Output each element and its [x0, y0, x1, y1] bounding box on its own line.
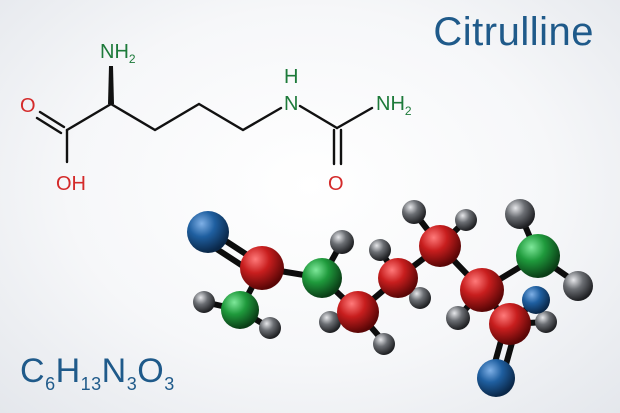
label-carbonyl-o-bottom: O [328, 173, 344, 195]
formula-element: H [55, 352, 81, 390]
atom-h [259, 317, 281, 339]
atom-h [446, 306, 470, 330]
atom-n [516, 234, 560, 278]
atom-c [460, 268, 504, 312]
bond-carbonyl-a [38, 110, 66, 129]
formula-element: C [20, 352, 46, 390]
skeletal-bonds [35, 102, 374, 166]
atom-o [187, 211, 229, 253]
atom-c [419, 225, 461, 267]
formula-count: 13 [80, 374, 102, 394]
atom-h [402, 200, 426, 224]
atom-h [193, 291, 215, 313]
atom-c [240, 246, 284, 290]
label-imine-n: N [284, 93, 298, 115]
atom-n [302, 258, 342, 298]
atom-c [489, 303, 531, 345]
atom-c [378, 258, 418, 298]
formula-element: O [137, 352, 165, 390]
formula-count: 3 [126, 374, 138, 394]
atom-h [505, 199, 535, 229]
bond-carbonyl-b [35, 116, 63, 135]
label-hydroxyl: OH [56, 173, 86, 195]
molecular-formula: C6H13N3O3 [20, 352, 175, 395]
molecule-title: Citrulline [433, 10, 594, 54]
atom-h [330, 230, 354, 254]
formula-count: 3 [164, 374, 175, 394]
atom-o [477, 359, 515, 397]
atom-c [337, 291, 379, 333]
ball-stick-atoms [187, 199, 593, 397]
formula-count: 6 [45, 374, 56, 394]
atom-n [221, 291, 259, 329]
atom-h [409, 287, 431, 309]
bond-wedge [108, 66, 114, 104]
bond-n-c [298, 104, 339, 130]
atom-h [369, 239, 391, 261]
bond-c-nh2 [335, 106, 374, 130]
atom-h [373, 333, 395, 355]
atom-h [535, 311, 557, 333]
bond-c-calpha [65, 102, 113, 132]
bond-chain [109, 102, 283, 132]
label-amine-top: NH2 [100, 41, 136, 66]
label-carbonyl-o-left: O [20, 95, 36, 117]
label-amine-right: NH2 [376, 93, 412, 118]
atom-o [522, 286, 550, 314]
label-imine-h: H [284, 66, 298, 88]
atom-h [319, 311, 341, 333]
atom-h [563, 271, 593, 301]
formula-element: N [101, 352, 127, 390]
atom-h [455, 209, 477, 231]
